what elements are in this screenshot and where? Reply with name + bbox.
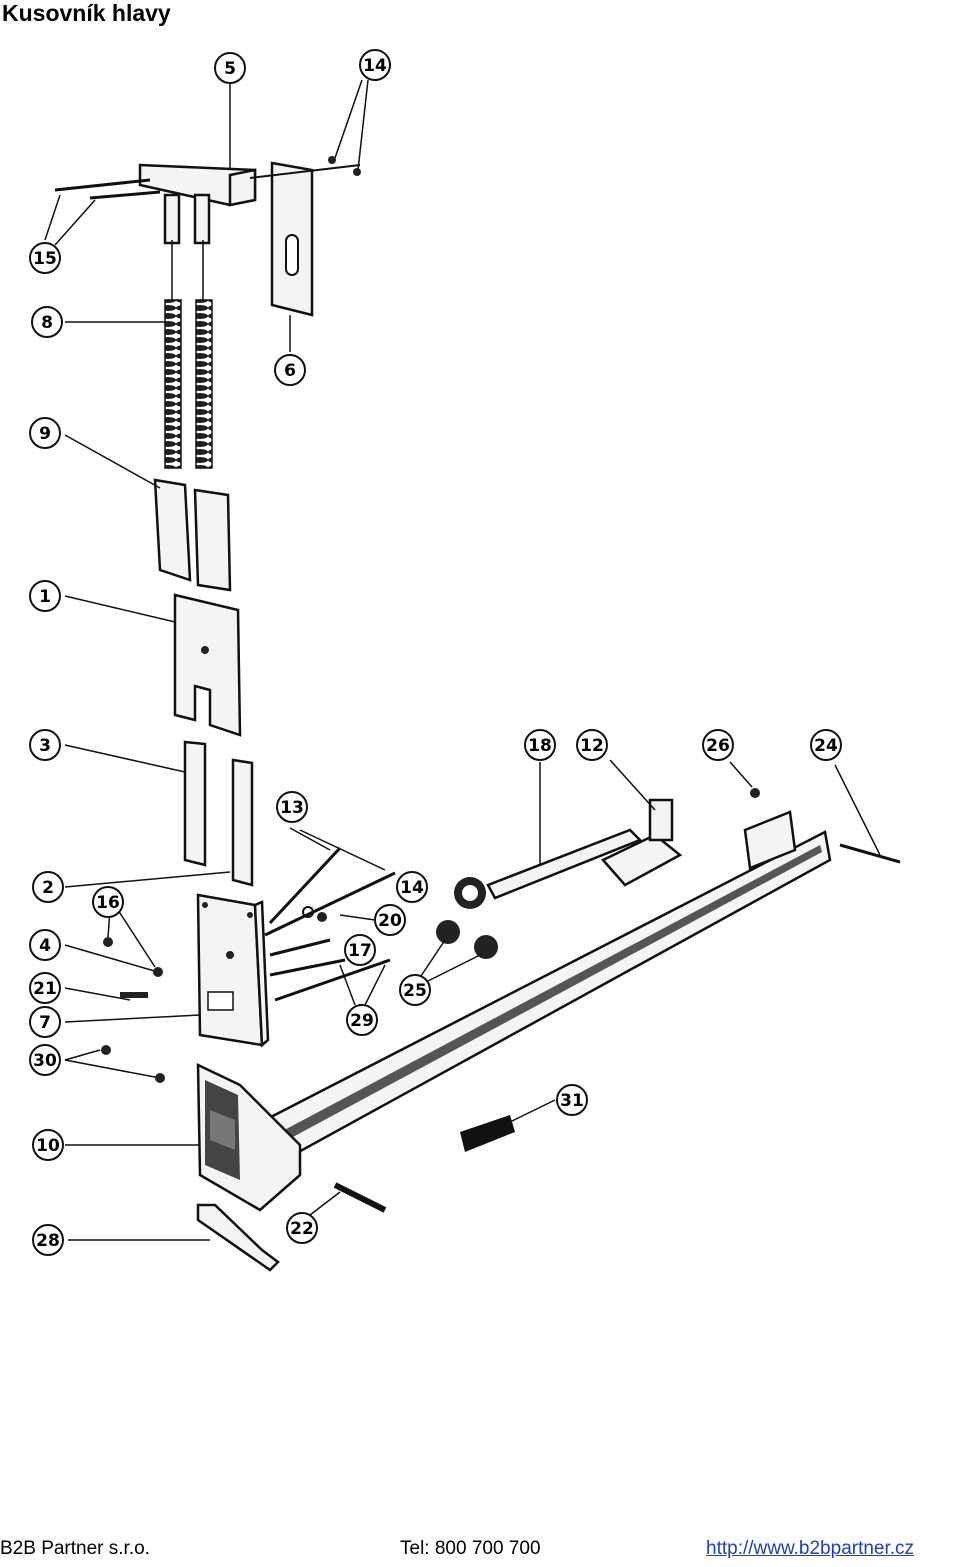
callout-number: 3 (39, 736, 51, 756)
callout-number: 29 (350, 1011, 374, 1031)
footer-phone: Tel: 800 700 700 (400, 1538, 541, 1559)
footer-company: B2B Partner s.r.o. (0, 1538, 150, 1559)
callout-circle (399, 974, 431, 1006)
footer-url-link[interactable]: http://www.b2bpartner.cz (706, 1538, 915, 1559)
bracket-28-part (68, 1203, 280, 1272)
callout-circle (29, 929, 61, 961)
callout-number: 14 (363, 56, 387, 76)
top-bracket-part (138, 80, 257, 245)
callout-circle (29, 1006, 61, 1038)
callout-number: 8 (41, 313, 53, 333)
bearings-25 (414, 877, 498, 986)
bolts-group (264, 827, 396, 1006)
callout-circle (214, 52, 246, 84)
callout-circle (92, 886, 124, 918)
callout-circle (29, 729, 61, 761)
callout-circle (29, 242, 61, 274)
callout-number: 28 (36, 1231, 60, 1251)
callout-number: 17 (348, 941, 372, 961)
callout-number: 22 (290, 1219, 314, 1239)
page-title: Kusovník hlavy (2, 0, 171, 26)
callout-number: 9 (39, 424, 51, 444)
strips-3 (64, 740, 254, 887)
frame-10-part (65, 1063, 302, 1212)
callout-circle (556, 1084, 588, 1116)
callout-circle (346, 1004, 378, 1036)
plate-1-part (64, 593, 242, 737)
callout-circle (810, 729, 842, 761)
callout-number: 18 (528, 736, 552, 756)
callout-circle (524, 729, 556, 761)
block-12-part (600, 759, 683, 887)
callout-circle (276, 791, 308, 823)
callout-number: 30 (33, 1051, 57, 1071)
callout-circle (359, 49, 391, 81)
callout-number: 12 (580, 736, 604, 756)
callout-circle (576, 729, 608, 761)
callout-circle (29, 580, 61, 612)
callout-circle (32, 1224, 64, 1256)
callout-number: 4 (39, 936, 51, 956)
callout-number: 21 (33, 979, 57, 999)
callout-number: 15 (33, 249, 57, 269)
exploded-parts-diagram: 5141586913181226241321614204172125729303… (29, 49, 901, 1272)
springs-8 (65, 240, 213, 469)
pad-31-part (460, 1099, 556, 1152)
plate-6-part (249, 79, 369, 352)
callout-number: 2 (42, 878, 54, 898)
callout-circle (32, 1129, 64, 1161)
rail-part (263, 761, 901, 1167)
callout-circle (344, 934, 376, 966)
callout-circle (32, 871, 64, 903)
bolts-15 (44, 178, 161, 246)
guides-9 (64, 434, 232, 592)
lever-18-part (486, 762, 643, 900)
callout-circle (702, 729, 734, 761)
callout-number: 1 (39, 587, 51, 607)
rod-22-part (309, 1182, 387, 1216)
callout-circle (29, 417, 61, 449)
callout-circle (286, 1212, 318, 1244)
callout-number: 25 (403, 981, 427, 1001)
callout-number: 16 (96, 893, 120, 913)
callout-circle (274, 354, 306, 386)
callout-number: 10 (36, 1136, 60, 1156)
callout-number: 14 (400, 878, 424, 898)
callout-circle (29, 1044, 61, 1076)
callout-number: 13 (280, 798, 304, 818)
callout-number: 7 (39, 1013, 51, 1033)
callout-number: 31 (560, 1091, 584, 1111)
callout-circle (374, 904, 406, 936)
callout-circle (396, 871, 428, 903)
callout-number: 20 (378, 911, 402, 931)
callout-number: 6 (284, 361, 296, 381)
main-plate-part (64, 871, 270, 1083)
callout-number: 26 (706, 736, 730, 756)
callout-circle (29, 972, 61, 1004)
callout-number: 24 (814, 736, 838, 756)
callout-circle (31, 306, 63, 338)
callout-number: 5 (224, 59, 236, 79)
